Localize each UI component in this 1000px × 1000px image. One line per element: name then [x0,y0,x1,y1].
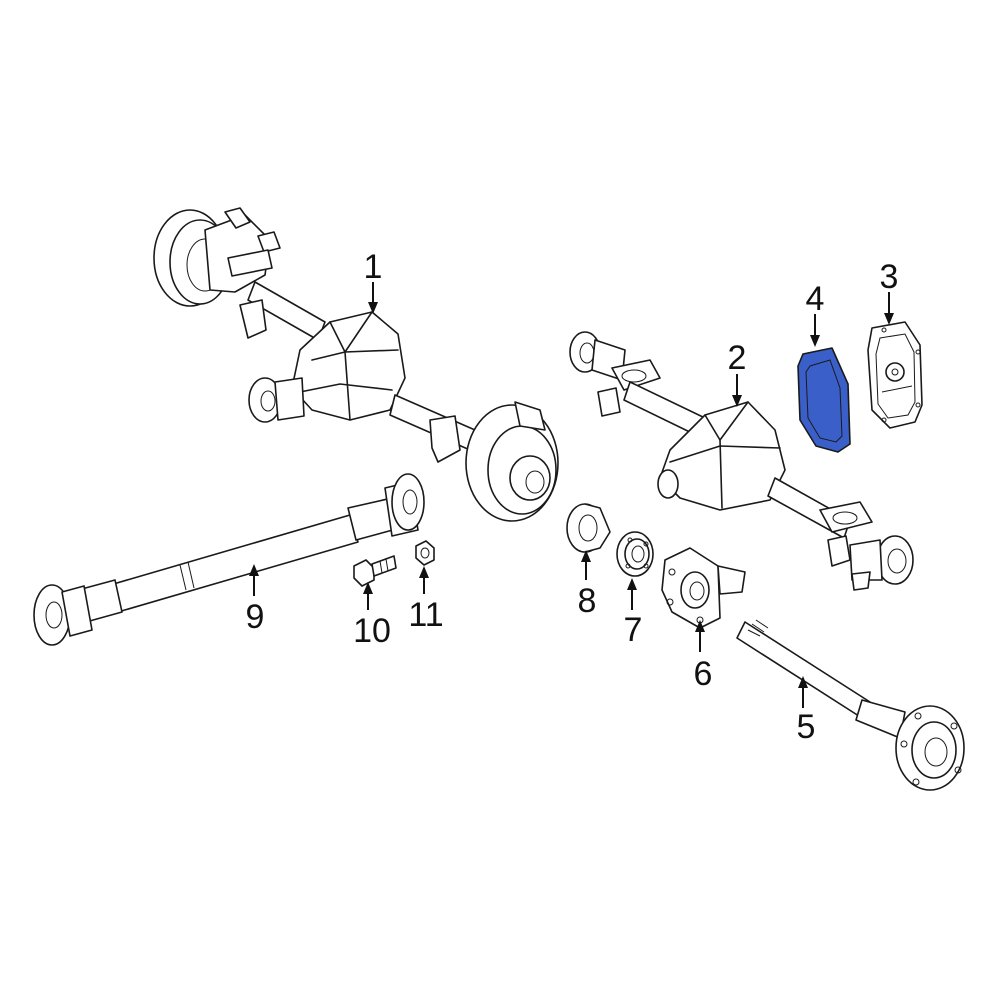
callout-6: 6 [694,655,713,693]
callout-labels: 1 2 3 4 5 6 7 8 9 10 11 [246,248,899,746]
callout-arrows [249,282,894,708]
callout-1: 1 [364,248,383,286]
axle-shaft[interactable] [736,619,965,791]
callout-5: 5 [797,708,816,746]
callout-11: 11 [408,596,443,634]
drive-shaft[interactable] [33,473,425,646]
cover-gasket[interactable] [797,347,851,453]
callout-8: 8 [578,582,597,620]
callout-7: 7 [624,611,643,649]
nut[interactable] [415,540,435,566]
differential-cover[interactable] [867,321,923,429]
axle-housing[interactable] [569,331,914,591]
callout-2: 2 [728,339,747,377]
bearing-retainer[interactable] [661,547,746,629]
wheel-bearing[interactable] [616,531,654,577]
callout-3: 3 [880,258,899,296]
callout-4: 4 [806,280,825,318]
callout-10: 10 [353,612,391,650]
bolt[interactable] [353,555,397,587]
axle-assembly-main[interactable] [153,207,559,522]
callout-9: 9 [246,598,265,636]
axle-seal[interactable] [566,503,611,553]
